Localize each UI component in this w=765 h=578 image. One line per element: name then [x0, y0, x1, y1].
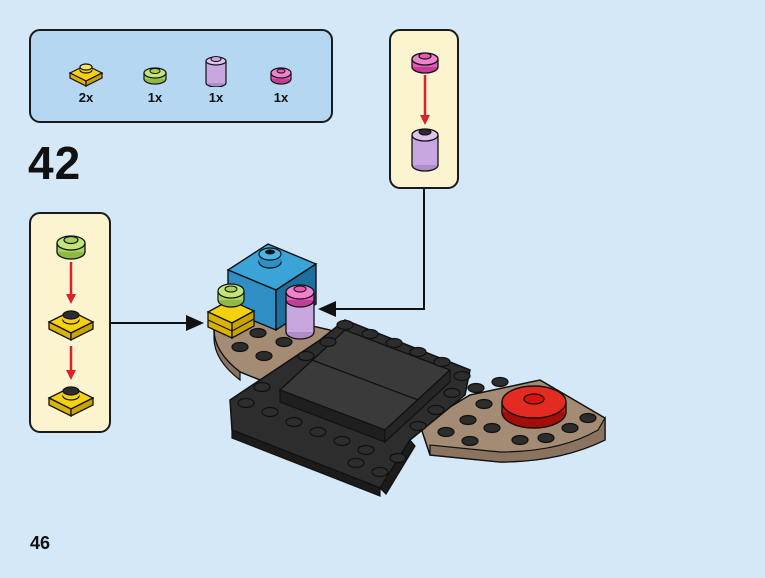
- sub-assembly-callout-pink: [389, 29, 459, 189]
- part-quantity: 1x: [147, 90, 163, 105]
- callout-connector-right: [332, 189, 425, 310]
- part-lavender-round-brick: 1x: [196, 53, 236, 105]
- lime-round-plate-icon: [143, 67, 167, 85]
- tan-studs: [231, 327, 597, 447]
- part-lime-round-plate: 1x: [135, 61, 175, 105]
- arrow-head-left: [186, 315, 204, 331]
- step-number: 42: [28, 137, 82, 189]
- lime-yellow-stack-diagram: [47, 235, 95, 418]
- lavender-pink-stack: [285, 284, 315, 340]
- black-studs: [237, 319, 471, 478]
- sub-assembly-callout-lime-yellow: [29, 212, 111, 433]
- part-yellow-plate: 2x: [66, 61, 106, 105]
- page-number: 46: [30, 533, 51, 553]
- lavender-round-brick-icon: [205, 56, 227, 87]
- pink-round-plate-icon: [270, 67, 292, 85]
- yellow-lime-stack: [206, 283, 256, 340]
- part-quantity: 1x: [273, 90, 289, 105]
- part-pink-round-plate: 1x: [261, 61, 301, 105]
- parts-list-panel: 2x 1x 1x: [29, 29, 333, 123]
- pink-on-lavender-diagram: [411, 52, 439, 172]
- red-round-plate: [501, 385, 567, 429]
- yellow-plate-icon: [68, 63, 104, 87]
- arrow-head-right: [318, 301, 336, 317]
- part-quantity: 2x: [78, 90, 94, 105]
- part-quantity: 1x: [208, 90, 224, 105]
